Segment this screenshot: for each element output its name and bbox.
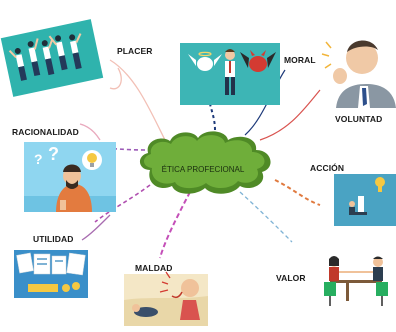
label-accion: ACCIÓN [310,163,345,173]
branch-utilidad [94,184,151,223]
label-moral: MORAL [284,55,316,65]
label-racionalidad: RACIONALIDAD [12,127,79,137]
branch-utilidad-2 [81,214,111,241]
valor-illustration [318,256,396,308]
placer-illustration [0,19,104,97]
branch-placer-2 [109,67,122,90]
svg-text:?: ? [34,151,43,167]
accion-illustration [334,174,396,226]
center-cloud: ÉTICA PROFECIONAL [139,131,271,194]
maldad-illustration [124,271,208,326]
label-utilidad: UTILIDAD [33,234,74,244]
label-voluntad: VOLUNTAD [335,114,383,124]
branch-maldad [159,191,191,259]
moral-illustration [180,43,280,105]
branches [79,59,321,259]
voluntad-illustration [321,40,396,108]
center-label: ÉTICA PROFECIONAL [162,165,245,174]
branch-placer [109,59,166,141]
branch-voluntad [259,89,321,141]
label-valor: VALOR [276,273,306,283]
label-maldad: MALDAD [135,263,173,273]
utilidad-illustration [14,250,88,298]
branch-accion [274,179,321,206]
branch-racionalidad-2 [79,123,101,141]
svg-text:?: ? [48,144,59,164]
label-placer: PLACER [117,46,153,56]
branch-valor [239,191,293,243]
branch-moral [209,103,216,131]
racionalidad-illustration: ? ? [24,142,116,212]
